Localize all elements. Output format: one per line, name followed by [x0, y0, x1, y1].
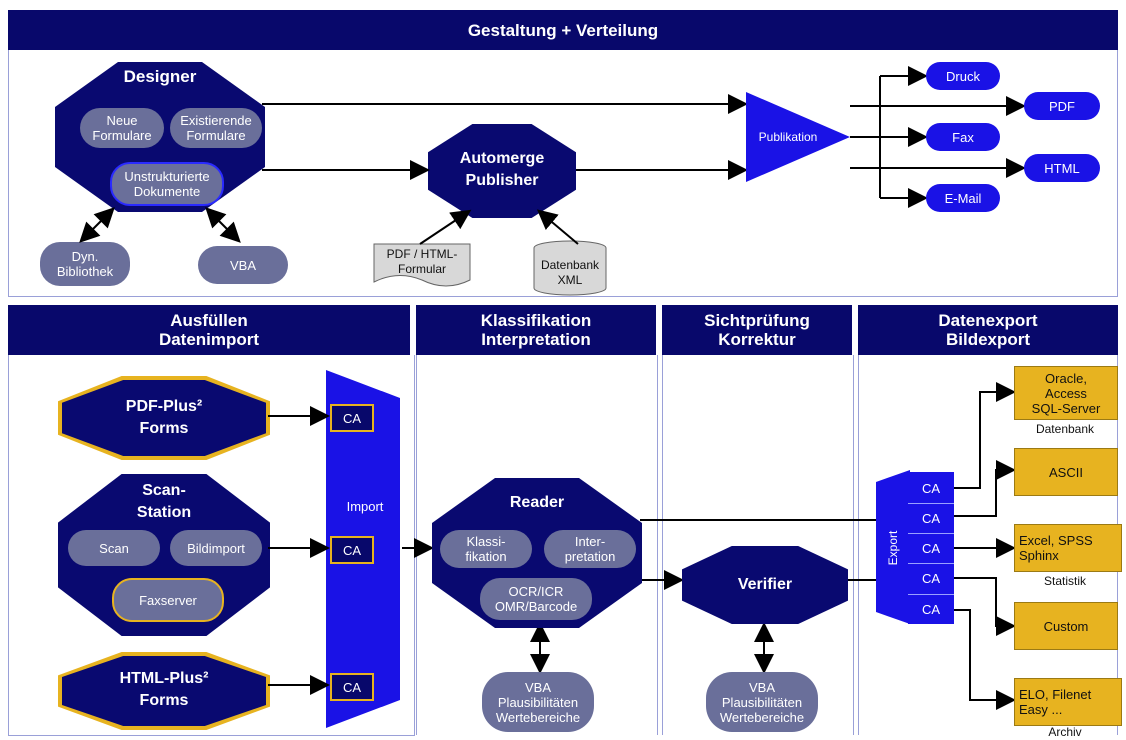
output-email[interactable]: E-Mail [926, 184, 1000, 212]
export-ca-1[interactable]: CA [921, 480, 941, 496]
dyn-bibliothek[interactable]: Dyn. Bibliothek [40, 242, 130, 286]
header-text: Ausfüllen Datenimport [158, 311, 260, 349]
caption-datenbank: Datenbank [1035, 422, 1095, 436]
target-statistik[interactable]: Excel, SPSS Sphinx [1014, 524, 1122, 572]
reader-title: Reader [509, 494, 565, 511]
html-plus-forms-label: HTML-Plus² Forms [119, 670, 209, 709]
pdf-plus-forms-octagon[interactable] [58, 376, 270, 460]
top-panel [8, 50, 1118, 297]
pdf-html-formular[interactable]: PDF / HTML- Formular [386, 247, 458, 276]
caption-archiv: Archiv [1048, 725, 1082, 739]
scan-station-title: Scan- Station [136, 482, 192, 521]
bildimport-pill[interactable]: Bildimport [170, 530, 262, 566]
target-ascii[interactable]: ASCII [1014, 448, 1118, 496]
target-archiv[interactable]: ELO, Filenet Easy ... [1014, 678, 1122, 726]
output-html[interactable]: HTML [1024, 154, 1100, 182]
datenbank-xml[interactable]: Datenbank XML [540, 258, 600, 287]
octagon-inner [62, 656, 266, 726]
automerge-publisher-octagon[interactable] [428, 124, 576, 218]
ocr-pill[interactable]: OCR/ICR OMR/Barcode [480, 578, 592, 620]
export-ca-5[interactable]: CA [908, 594, 954, 623]
faxserver-pill[interactable]: Faxserver [112, 578, 224, 622]
output-pdf[interactable]: PDF [1024, 92, 1100, 120]
target-custom[interactable]: Custom [1014, 602, 1118, 650]
publikation-label[interactable]: Publikation [758, 129, 818, 144]
import-label: Import [346, 498, 384, 514]
vba-top[interactable]: VBA [198, 246, 288, 284]
header-text: Gestaltung + Verteilung [467, 20, 659, 40]
output-fax[interactable]: Fax [926, 123, 1000, 151]
output-druck[interactable]: Druck [926, 62, 1000, 90]
ca-box-pdf[interactable]: CA [330, 404, 374, 432]
ca-box-html[interactable]: CA [330, 673, 374, 701]
neue-formulare[interactable]: Neue Formulare [80, 108, 164, 148]
header-datenexport: Datenexport Bildexport [858, 305, 1118, 355]
reader-vba-pill[interactable]: VBA Plausibilitäten Wertebereiche [482, 672, 594, 732]
existierende-formulare[interactable]: Existierende Formulare [170, 108, 262, 148]
header-sichtpruefung: Sichtprüfung Korrektur [662, 305, 852, 355]
export-ca-3[interactable]: CA [908, 533, 954, 562]
header-text: Klassifikation Interpretation [480, 311, 592, 349]
designer-title: Designer [123, 67, 197, 86]
panel-sichtpruefung [662, 355, 854, 735]
export-label: Export [885, 530, 900, 566]
verifier-title: Verifier [737, 576, 793, 593]
unstrukturierte-dokumente[interactable]: Unstrukturierte Dokumente [110, 162, 224, 206]
verifier-vba-pill[interactable]: VBA Plausibilitäten Wertebereiche [706, 672, 818, 732]
interpretation-pill[interactable]: Inter- pretation [544, 530, 636, 568]
export-ca-4[interactable]: CA [908, 563, 954, 592]
export-ca-2[interactable]: CA [908, 503, 954, 532]
octagon-inner [62, 380, 266, 456]
ca-box-scan[interactable]: CA [330, 536, 374, 564]
target-datenbank[interactable]: Oracle, Access SQL-Server [1014, 366, 1118, 420]
header-ausfuellen: Ausfüllen Datenimport [8, 305, 410, 355]
html-plus-forms-octagon[interactable] [58, 652, 270, 730]
verifier-octagon[interactable] [682, 546, 848, 624]
header-klassifikation: Klassifikation Interpretation [416, 305, 656, 355]
klassifikation-pill[interactable]: Klassi- fikation [440, 530, 532, 568]
header-text: Datenexport Bildexport [938, 311, 1038, 349]
caption-statistik: Statistik [1043, 574, 1086, 588]
automerge-title: Automerge Publisher [459, 150, 545, 189]
header-text: Sichtprüfung Korrektur [704, 311, 810, 349]
header-gestaltung-verteilung: Gestaltung + Verteilung [8, 10, 1118, 50]
scan-pill[interactable]: Scan [68, 530, 160, 566]
pdf-plus-forms-label: PDF-Plus² Forms [125, 398, 203, 437]
